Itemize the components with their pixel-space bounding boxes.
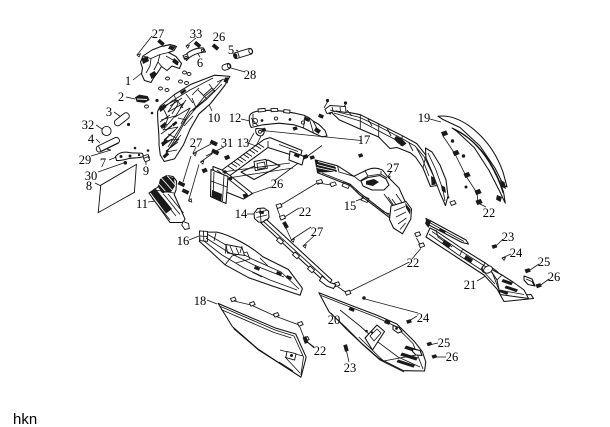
svg-text:5: 5 — [228, 43, 234, 57]
svg-text:25: 25 — [438, 336, 451, 350]
svg-text:3: 3 — [106, 105, 112, 119]
svg-text:27: 27 — [387, 161, 400, 175]
svg-text:2: 2 — [118, 90, 124, 104]
svg-text:11: 11 — [136, 197, 148, 211]
svg-text:26: 26 — [446, 350, 459, 364]
svg-text:17: 17 — [358, 133, 371, 147]
svg-text:12: 12 — [229, 111, 242, 125]
svg-text:4: 4 — [88, 132, 95, 146]
svg-text:32: 32 — [82, 118, 95, 132]
svg-text:13: 13 — [237, 136, 250, 150]
svg-text:26: 26 — [213, 30, 226, 44]
svg-text:14: 14 — [235, 207, 248, 221]
svg-text:21: 21 — [464, 278, 477, 292]
svg-text:26: 26 — [548, 270, 561, 284]
svg-text:7: 7 — [100, 156, 106, 170]
svg-text:15: 15 — [344, 199, 357, 213]
svg-text:23: 23 — [502, 230, 515, 244]
svg-text:1: 1 — [125, 74, 131, 88]
svg-text:24: 24 — [417, 311, 430, 325]
svg-text:8: 8 — [86, 179, 92, 193]
svg-text:28: 28 — [244, 68, 257, 82]
svg-text:24: 24 — [510, 246, 523, 260]
svg-text:23: 23 — [344, 361, 357, 375]
svg-text:20: 20 — [328, 313, 341, 327]
svg-text:22: 22 — [407, 256, 420, 270]
svg-text:26: 26 — [271, 177, 284, 191]
svg-text:31: 31 — [221, 136, 234, 150]
svg-text:30: 30 — [85, 169, 98, 183]
svg-text:25: 25 — [538, 255, 551, 269]
svg-text:22: 22 — [299, 205, 312, 219]
svg-text:22: 22 — [314, 344, 327, 358]
svg-text:27: 27 — [152, 27, 165, 41]
svg-text:10: 10 — [208, 111, 221, 125]
svg-text:18: 18 — [194, 294, 207, 308]
svg-text:hkn: hkn — [13, 411, 37, 427]
svg-text:22: 22 — [483, 206, 496, 220]
svg-text:27: 27 — [311, 225, 324, 239]
svg-text:33: 33 — [190, 27, 203, 41]
svg-text:9: 9 — [143, 164, 149, 178]
svg-text:6: 6 — [197, 56, 203, 70]
svg-text:27: 27 — [190, 136, 203, 150]
svg-text:16: 16 — [177, 234, 190, 248]
svg-text:29: 29 — [79, 153, 92, 167]
svg-text:19: 19 — [418, 111, 431, 125]
